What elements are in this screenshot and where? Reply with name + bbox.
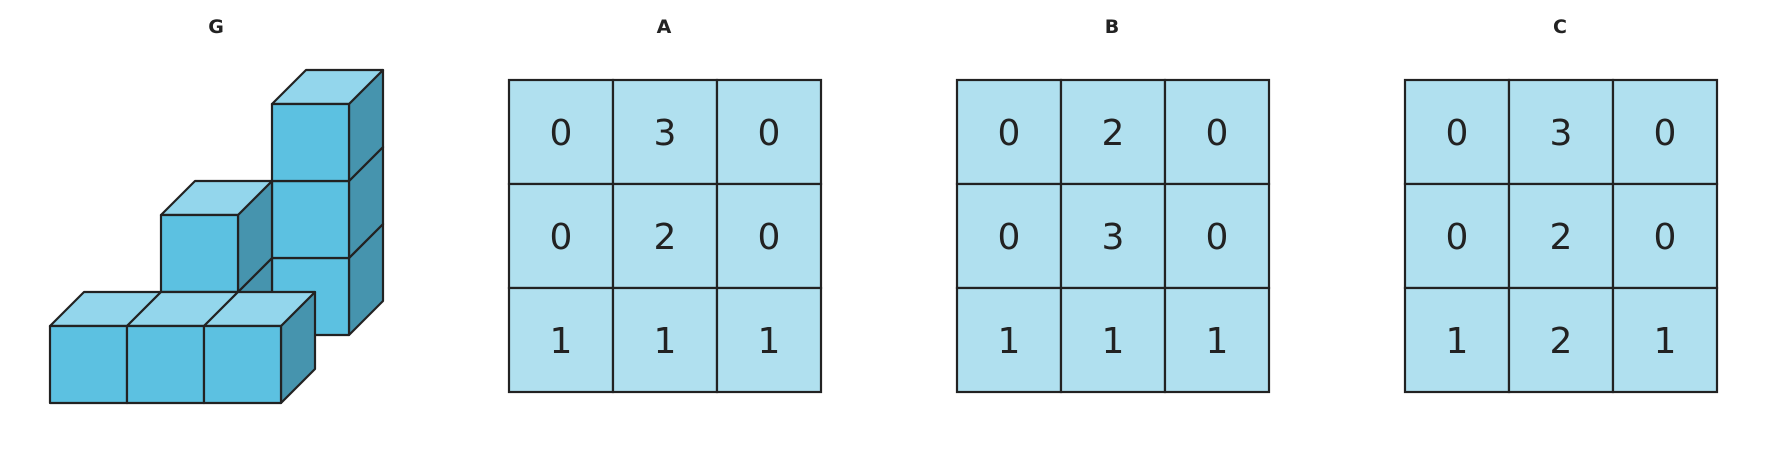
grid-a-value-middle-right: 0 [758, 217, 781, 258]
panel-c-label: C [1553, 16, 1567, 38]
grid-c-value-middle-center: 2 [1550, 217, 1573, 258]
grid-b-value-bottom-center: 1 [1102, 321, 1125, 362]
grid-c-value-top-center: 3 [1550, 113, 1573, 154]
grid-a-cell-middle-right [715, 182, 823, 290]
grid-a-cell-bottom-left [507, 286, 615, 394]
panel-g-label: G [208, 16, 224, 38]
grid-b-cell-middle-right [1163, 182, 1271, 290]
grid-a-value-top-left: 0 [550, 113, 573, 154]
grid-c-cell-middle-center [1507, 182, 1615, 290]
grid-a-value-top-center: 3 [654, 113, 677, 154]
grid-b-cell-middle-left [955, 182, 1063, 290]
cube [202, 290, 317, 405]
cube-figure [48, 68, 385, 405]
grid-b-cell-bottom-left [955, 286, 1063, 394]
grid-c-cell-bottom-center [1507, 286, 1615, 394]
grid-c-value-middle-right: 0 [1654, 217, 1677, 258]
grid-c-cell-bottom-right [1611, 286, 1719, 394]
panel-a[interactable]: A 0 3 0 0 2 0 1 1 1 [507, 16, 823, 394]
grid-c-value-bottom-right: 1 [1654, 321, 1677, 362]
grid-b: 0 2 0 0 3 0 1 1 1 [955, 78, 1271, 394]
grid-c: 0 3 0 0 2 0 1 2 1 [1403, 78, 1719, 394]
cube-front-face [159, 213, 240, 294]
grid-b-value-top-left: 0 [998, 113, 1021, 154]
cube-front-face [202, 324, 283, 405]
grid-b-value-bottom-left: 1 [998, 321, 1021, 362]
cube-front-face [270, 102, 351, 183]
cube-front-face [48, 324, 129, 405]
grid-b-cell-middle-center [1059, 182, 1167, 290]
panel-g: G [48, 16, 385, 405]
grid-b-value-middle-right: 0 [1206, 217, 1229, 258]
panel-a-label: A [657, 16, 672, 38]
panel-c[interactable]: C 0 3 0 0 2 0 1 2 1 [1403, 16, 1719, 394]
grid-c-cell-top-right [1611, 78, 1719, 186]
grid-b-cell-top-left [955, 78, 1063, 186]
panel-b-label: B [1105, 16, 1119, 38]
cube [159, 179, 274, 294]
grid-a-value-bottom-right: 1 [758, 321, 781, 362]
grid-b-cell-bottom-center [1059, 286, 1167, 394]
cube-front-face [270, 179, 351, 260]
grid-a-value-top-right: 0 [758, 113, 781, 154]
grid-b-value-top-right: 0 [1206, 113, 1229, 154]
grid-b-value-top-center: 2 [1102, 113, 1125, 154]
grid-b-value-middle-center: 3 [1102, 217, 1125, 258]
panel-b[interactable]: B 0 2 0 0 3 0 1 1 1 [955, 16, 1271, 394]
grid-c-value-top-right: 0 [1654, 113, 1677, 154]
grid-c-cell-bottom-left [1403, 286, 1511, 394]
grid-b-cell-bottom-right [1163, 286, 1271, 394]
grid-b-cell-top-right [1163, 78, 1271, 186]
grid-c-value-bottom-center: 2 [1550, 321, 1573, 362]
cube-front-face [125, 324, 206, 405]
grid-a-value-middle-left: 0 [550, 217, 573, 258]
grid-a-cell-bottom-center [611, 286, 719, 394]
grid-c-cell-top-left [1403, 78, 1511, 186]
grid-a-cell-top-right [715, 78, 823, 186]
cube [270, 68, 385, 183]
grid-c-value-bottom-left: 1 [1446, 321, 1469, 362]
grid-b-value-bottom-right: 1 [1206, 321, 1229, 362]
grid-a: 0 3 0 0 2 0 1 1 1 [507, 78, 823, 394]
grid-a-value-middle-center: 2 [654, 217, 677, 258]
grid-c-value-middle-left: 0 [1446, 217, 1469, 258]
grid-c-cell-middle-left [1403, 182, 1511, 290]
grid-a-value-bottom-left: 1 [550, 321, 573, 362]
grid-a-cell-top-center [611, 78, 719, 186]
grid-c-value-top-left: 0 [1446, 113, 1469, 154]
grid-a-cell-bottom-right [715, 286, 823, 394]
grid-a-value-bottom-center: 1 [654, 321, 677, 362]
grid-b-value-middle-left: 0 [998, 217, 1021, 258]
